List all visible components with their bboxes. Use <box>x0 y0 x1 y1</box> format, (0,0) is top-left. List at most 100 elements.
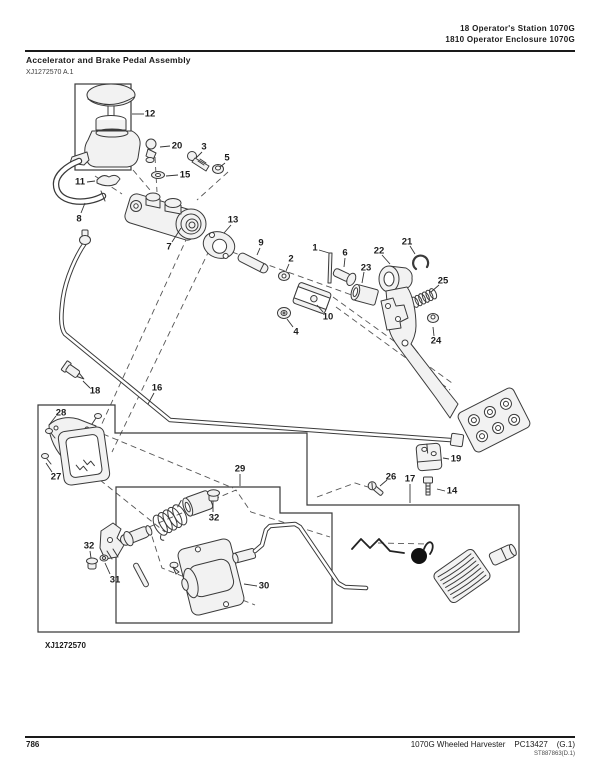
callout-leader-19 <box>442 457 450 460</box>
page-header: 18 Operator's Station 1070G 1810 Operato… <box>445 23 575 45</box>
callout-16: 16 <box>152 383 163 394</box>
callout-5: 5 <box>224 153 230 164</box>
callout-9: 9 <box>258 238 263 249</box>
pad-bolts <box>467 397 521 443</box>
callout-32: 32 <box>209 513 220 524</box>
callout-leader-21 <box>409 245 416 255</box>
callout-leader-11 <box>86 180 96 183</box>
callout-leader-18 <box>82 380 91 389</box>
nut-31 <box>99 554 109 562</box>
cotter-pin-1 <box>327 252 333 284</box>
accelerator-group <box>232 521 517 604</box>
clip-11 <box>96 174 121 187</box>
sensor-wire <box>351 538 434 564</box>
callout-31: 31 <box>110 575 121 586</box>
callout-leader-30 <box>243 583 258 587</box>
bushing-23 <box>350 283 379 306</box>
flange-13 <box>202 231 236 259</box>
brake-pedal-pad <box>457 387 531 453</box>
callout-26: 26 <box>386 472 397 483</box>
section-title: Accelerator and Brake Pedal Assembly <box>26 55 191 65</box>
grommet-32-top <box>207 489 220 502</box>
callout-leader-10 <box>316 304 324 313</box>
hose <box>52 157 107 205</box>
screw-28b <box>91 413 102 425</box>
callout-15: 15 <box>180 170 191 181</box>
callout-25: 25 <box>438 276 449 287</box>
callout-leader-7 <box>171 227 182 243</box>
grommet-15 <box>151 171 165 179</box>
callout-32: 32 <box>84 541 95 552</box>
cylinder-port-front <box>145 192 161 209</box>
callout-10: 10 <box>323 312 334 323</box>
callout-28: 28 <box>56 408 67 419</box>
callout-leader-23 <box>361 271 365 284</box>
clevis-10 <box>292 282 332 314</box>
reservoir-box <box>74 83 132 171</box>
footer-subcode: ST887863(D.1) <box>533 751 575 757</box>
footer-doc-code: PC13427 <box>514 740 548 749</box>
roll-pin <box>133 562 149 588</box>
callout-22: 22 <box>374 246 385 257</box>
brake-pedal-arm <box>380 286 531 453</box>
callout-8: 8 <box>76 214 81 225</box>
callout-leader-27 <box>45 462 53 473</box>
callout-12: 12 <box>145 109 156 120</box>
accelerator-rod <box>252 521 369 591</box>
callout-leader-4 <box>286 318 294 328</box>
callout-leader-32 <box>89 550 92 559</box>
line-end-fitting <box>449 432 465 448</box>
callout-21: 21 <box>402 237 413 248</box>
callout-leader-6 <box>343 257 346 268</box>
callout-labels: 1234567891011121314151617181920212223242… <box>45 109 461 592</box>
wire-coil <box>411 548 427 564</box>
cam-lever <box>99 522 153 560</box>
nut-24 <box>427 313 439 323</box>
master-cylinder <box>124 192 207 241</box>
callout-leader-28 <box>48 415 57 426</box>
callout-29: 29 <box>235 464 246 475</box>
snap-ring-21 <box>412 254 430 271</box>
connector <box>488 543 517 566</box>
screw-26 <box>367 481 384 496</box>
sensor-assembly <box>86 489 245 616</box>
clamp-block-19 <box>415 442 443 472</box>
footer-doc-rev: (G.1) <box>556 740 575 749</box>
footer-right: 1070G Wheeled Harvester PC13427 (G.1) <box>411 740 575 749</box>
washer-2 <box>278 271 290 281</box>
callout-6: 6 <box>342 248 347 259</box>
callout-23: 23 <box>361 263 372 274</box>
figure-caption: XJ1272570 <box>45 641 86 650</box>
callout-leader-15 <box>165 174 179 177</box>
callout-11: 11 <box>75 177 86 188</box>
small-screw <box>169 561 180 575</box>
footer-doc-title: 1070G Wheeled Harvester <box>410 740 506 749</box>
screw-28a <box>45 428 56 439</box>
callout-17: 17 <box>405 474 416 485</box>
bolt-14 <box>423 476 433 496</box>
callout-leader-2 <box>285 263 290 272</box>
figure-reference: XJ1272570 A.1 <box>26 69 74 76</box>
callout-18: 18 <box>90 386 101 397</box>
line-flare-nut <box>79 229 91 245</box>
callout-leader-9 <box>256 247 261 256</box>
elbow-fitting-20 <box>145 138 157 163</box>
callout-leader-25 <box>430 284 440 293</box>
bolt-3 <box>187 151 210 172</box>
footer-rule <box>25 736 575 738</box>
header-line-2: 1810 Operator Enclosure 1070G <box>445 35 575 44</box>
callout-7: 7 <box>166 242 171 253</box>
header-line-1: 18 Operator's Station 1070G <box>460 24 575 33</box>
accelerator-assembly-box-17 <box>37 404 520 633</box>
callout-2: 2 <box>288 254 293 265</box>
callout-leader-8 <box>80 202 86 214</box>
callout-14: 14 <box>447 486 458 497</box>
page-number: 786 <box>26 740 40 749</box>
pedal-mount-housing <box>41 413 111 486</box>
callout-leader-5 <box>219 162 226 168</box>
callout-leader-13 <box>223 224 232 234</box>
callout-30: 30 <box>259 581 270 592</box>
rod-fitting <box>232 548 257 564</box>
